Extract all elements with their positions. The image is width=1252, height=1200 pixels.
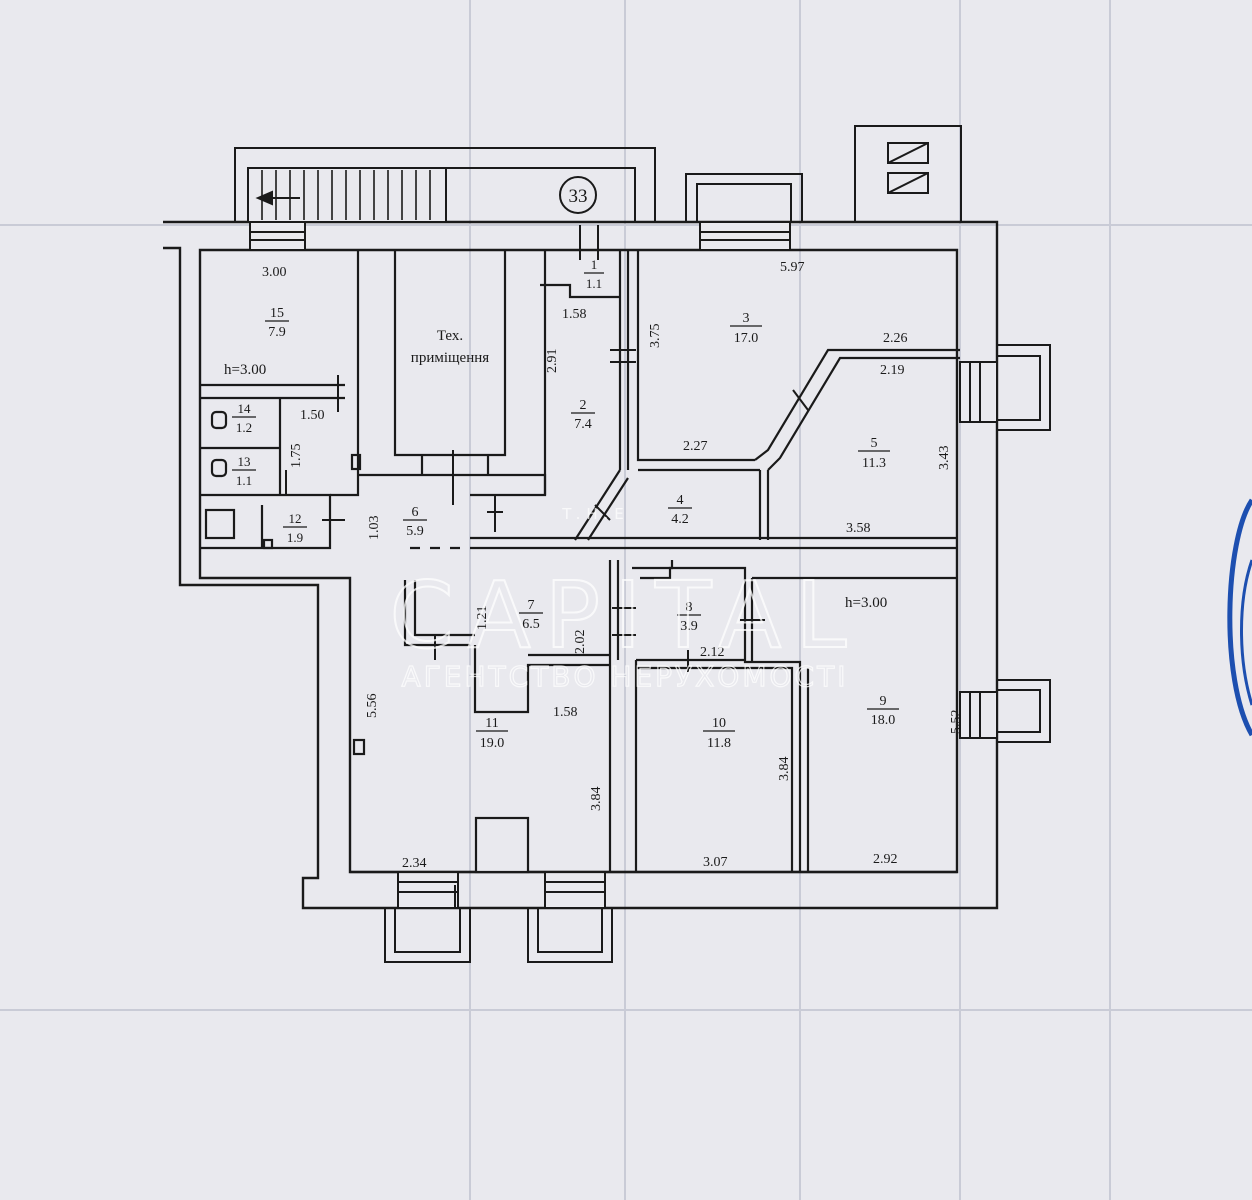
room-area: 11.3 <box>862 456 886 471</box>
room-number: 5 <box>871 436 878 451</box>
room-8: 83.9 <box>677 600 701 634</box>
room-11: 11 19.0 <box>476 716 508 751</box>
room-number: 15 <box>270 306 284 321</box>
room-area: 3.9 <box>680 619 698 634</box>
room-area: 1.2 <box>236 420 252 435</box>
dimension: 3.75 <box>648 324 663 349</box>
dimension: 3.84 <box>589 787 604 812</box>
room-area: 11.8 <box>707 736 731 751</box>
room-9: 918.0 <box>867 694 899 728</box>
dimension: 3.58 <box>846 521 871 536</box>
room-number: 11 <box>485 716 498 731</box>
room-number: 9 <box>880 694 887 709</box>
room-area: 7.4 <box>574 417 592 432</box>
room-number: 14 <box>238 401 252 416</box>
watermark-brand: CAPITAL <box>389 562 860 669</box>
tech-room-label: Тех. приміщення <box>411 328 489 366</box>
dimension: 5.52 <box>949 710 964 735</box>
room-number: 1 <box>591 257 598 272</box>
dimension: 2.19 <box>880 363 905 378</box>
room-number: 4 <box>677 493 684 508</box>
room-12: 121.9 <box>283 511 307 545</box>
watermark-tagline: АГЕНТСТВО НЕРУХОМОСТІ <box>402 660 849 693</box>
room-14: 141.2 <box>232 401 256 435</box>
door-marks <box>285 225 809 908</box>
room-area: 5.9 <box>406 524 424 539</box>
room-7: 76.5 <box>519 598 543 632</box>
room-4: 44.2 <box>668 493 692 527</box>
room-number: 12 <box>289 511 302 526</box>
room-6: 65.9 <box>403 505 427 539</box>
room-labels: 11.1 27.4 317.0 44.2 511.3 65.9 76.5 83.… <box>232 257 899 751</box>
room-area: 18.0 <box>871 713 896 728</box>
room-number: 8 <box>686 600 693 615</box>
dimension: 3.07 <box>703 855 728 870</box>
room-13: 131.1 <box>232 454 256 488</box>
dimension: 1.03 <box>367 516 382 541</box>
room-1: 11.1 <box>584 257 604 291</box>
room-area: 19.0 <box>480 736 505 751</box>
dimension: 1.50 <box>300 408 325 423</box>
watermark: T.H.E CAPITAL АГЕНТСТВО НЕРУХОМОСТІ <box>388 505 860 694</box>
room-5: 511.3 <box>858 436 890 471</box>
room-number: 7 <box>528 598 535 613</box>
dimension: 2.34 <box>402 856 427 871</box>
dimension: 2.92 <box>873 852 898 867</box>
tech-room-line-2: приміщення <box>411 350 489 366</box>
dimension: 1.58 <box>553 705 578 720</box>
ceiling-height-label: h=3.00 <box>845 595 887 611</box>
stairwell <box>234 147 656 223</box>
room-15: 157.9 <box>265 306 289 340</box>
watermark-brand-small: T.H.E <box>561 505 629 523</box>
room-number: 10 <box>712 716 726 731</box>
room-area: 1.1 <box>586 276 602 291</box>
dimension: 3.00 <box>262 265 287 280</box>
dimension: 1.21 <box>475 606 490 631</box>
room-number: 13 <box>238 454 251 469</box>
stair-number-circle <box>559 176 597 214</box>
dimension: 1.58 <box>562 307 587 322</box>
ventilation-shaft <box>854 125 962 223</box>
room-2: 27.4 <box>571 398 595 432</box>
dimension: 3.43 <box>937 446 952 471</box>
stair-number: 33 <box>569 186 588 207</box>
dimension-labels: 3.00 5.97 1.58 3.75 2.91 2.26 2.19 3.43 … <box>262 260 964 871</box>
room-10: 10 11.8 <box>703 716 735 751</box>
dimension: 2.02 <box>573 630 588 655</box>
room-number: 3 <box>743 311 750 326</box>
dimension: 2.27 <box>683 439 708 454</box>
room-area: 1.9 <box>287 530 303 545</box>
window-pits <box>249 173 1051 963</box>
dimension: 2.12 <box>700 645 725 660</box>
dimension: 5.97 <box>780 260 805 275</box>
dimension: 3.84 <box>777 757 792 782</box>
dimension: 1.75 <box>289 444 304 469</box>
room-area: 1.1 <box>236 473 252 488</box>
room-area: 6.5 <box>522 617 540 632</box>
dimension: 2.91 <box>545 349 560 374</box>
room-area: 7.9 <box>268 325 286 340</box>
interior-walls <box>200 250 960 874</box>
ceiling-heights: h=3.00 h=3.00 <box>224 362 887 611</box>
room-area: 4.2 <box>671 512 689 527</box>
stamp-fragment <box>1227 498 1252 737</box>
dimension: 5.56 <box>365 694 380 719</box>
ceiling-height-label: h=3.00 <box>224 362 266 378</box>
dimension: 2.26 <box>883 331 908 346</box>
room-number: 6 <box>412 505 419 520</box>
room-number: 2 <box>580 398 587 413</box>
tech-room-line-1: Тех. <box>437 328 463 344</box>
room-3: 317.0 <box>730 311 762 346</box>
room-area: 17.0 <box>734 331 759 346</box>
